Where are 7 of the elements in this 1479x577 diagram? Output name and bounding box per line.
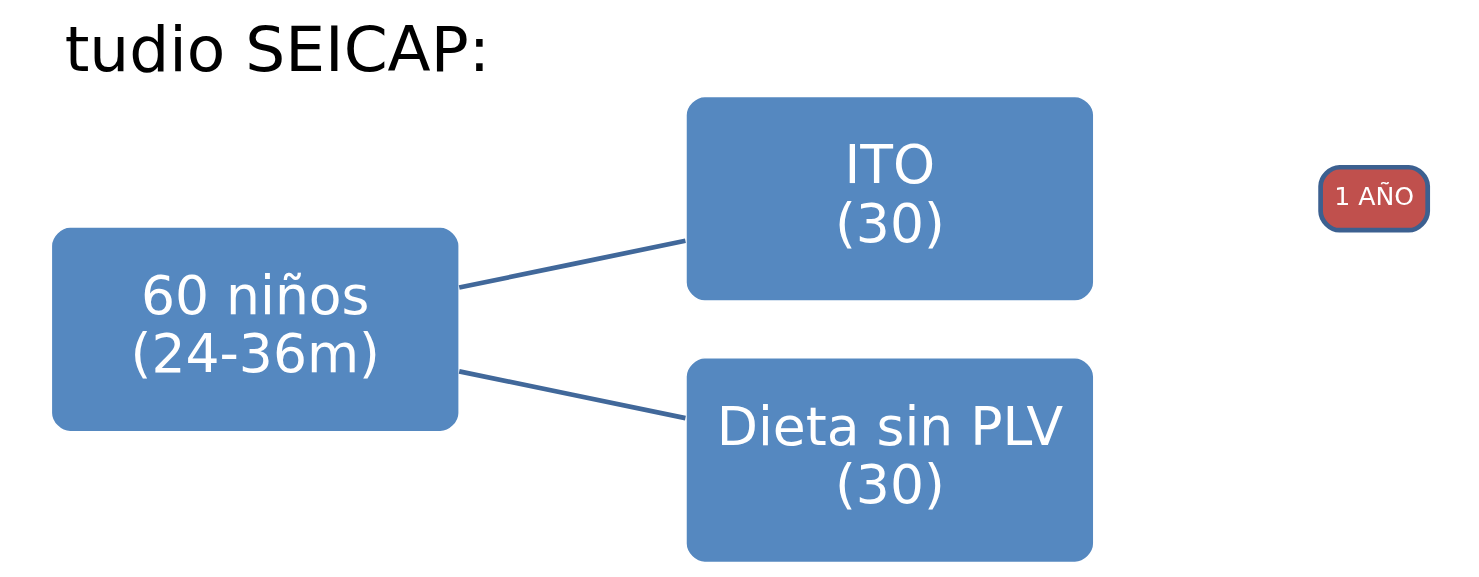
- node-box: 60 niños (24-36m): [50, 226, 460, 433]
- diagram-title: tudio SEICAP:: [64, 13, 490, 87]
- node-box: ITO (30): [685, 95, 1095, 302]
- connector: [458, 369, 686, 421]
- node-box: Dieta sin PLV (30): [685, 357, 1095, 564]
- node-box: 1 AÑO: [1318, 164, 1431, 233]
- connector: [458, 238, 686, 290]
